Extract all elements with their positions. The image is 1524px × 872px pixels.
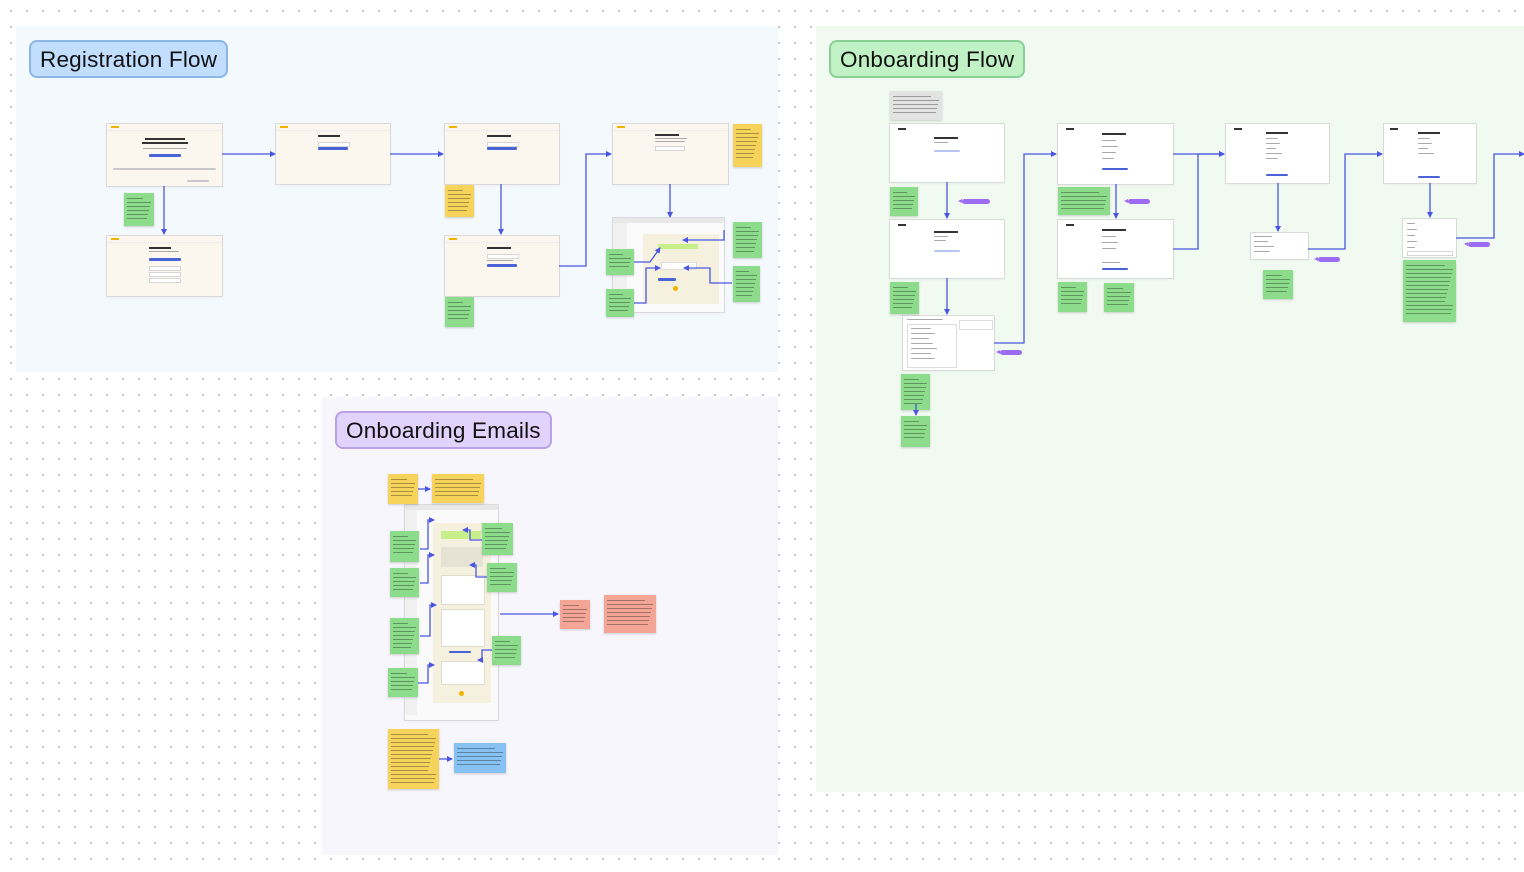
onboarding-flow-title[interactable]: Onboarding Flow	[829, 40, 1026, 78]
sticky-note[interactable]	[388, 668, 418, 697]
sticky-note[interactable]	[890, 282, 919, 314]
sticky-note[interactable]	[482, 523, 513, 555]
sticky-note[interactable]	[1104, 283, 1134, 312]
pick-a-password-error-screen[interactable]	[445, 236, 559, 296]
sticky-note[interactable]	[390, 531, 419, 562]
sticky-note[interactable]	[390, 618, 419, 654]
sticky-note[interactable]	[901, 374, 930, 410]
sticky-note[interactable]	[1058, 187, 1110, 215]
team-size-screen[interactable]	[1058, 124, 1173, 184]
sticky-note[interactable]	[388, 729, 439, 789]
sticky-note[interactable]	[890, 187, 918, 216]
sticky-note[interactable]	[390, 568, 419, 597]
sticky-note[interactable]	[445, 297, 474, 327]
registration-flow-title[interactable]: Registration Flow	[29, 40, 229, 78]
sticky-note[interactable]	[733, 266, 760, 302]
tag-label[interactable]	[1124, 199, 1150, 204]
sticky-note[interactable]	[1263, 270, 1293, 299]
sticky-note[interactable]	[560, 600, 590, 629]
tag-label[interactable]	[1464, 242, 1490, 247]
goals-screen[interactable]	[1226, 124, 1329, 183]
sticky-note[interactable]	[432, 474, 484, 503]
check-your-email-screen[interactable]	[613, 124, 728, 184]
sticky-note[interactable]	[733, 222, 762, 258]
tag-label[interactable]	[996, 350, 1022, 355]
set-your-name-screen[interactable]	[276, 124, 390, 184]
tag-label[interactable]	[1314, 257, 1340, 262]
sticky-note[interactable]	[890, 91, 942, 120]
sticky-note[interactable]	[606, 249, 634, 275]
sign-up-screen[interactable]	[107, 236, 222, 296]
pick-a-password-screen[interactable]	[445, 124, 559, 184]
sticky-note[interactable]	[1403, 260, 1456, 322]
sticky-note[interactable]	[1058, 282, 1087, 312]
onboarding-emails-title[interactable]: Onboarding Emails	[335, 411, 552, 449]
tag-label[interactable]	[958, 199, 990, 204]
landing-page-screen[interactable]	[107, 124, 222, 186]
sticky-note[interactable]	[492, 636, 521, 665]
goals-dropdown-screen[interactable]	[1251, 233, 1308, 259]
sticky-note[interactable]	[454, 743, 506, 773]
workspace-list-screen[interactable]	[1403, 219, 1456, 257]
team-size-selected-screen[interactable]	[1058, 220, 1173, 278]
sticky-note[interactable]	[604, 595, 656, 633]
sticky-note[interactable]	[606, 289, 634, 317]
sticky-note[interactable]	[388, 474, 418, 504]
team-role-dropdown-screen[interactable]	[903, 316, 994, 370]
sticky-note[interactable]	[733, 124, 762, 167]
workspace-setup-screen[interactable]	[1384, 124, 1476, 183]
tell-us-about-your-team-screen-2[interactable]	[890, 220, 1004, 278]
sticky-note[interactable]	[901, 416, 930, 447]
sticky-note[interactable]	[124, 193, 154, 226]
sticky-note[interactable]	[445, 185, 474, 217]
tell-us-about-your-team-screen[interactable]	[890, 124, 1004, 182]
sticky-note[interactable]	[487, 563, 517, 592]
